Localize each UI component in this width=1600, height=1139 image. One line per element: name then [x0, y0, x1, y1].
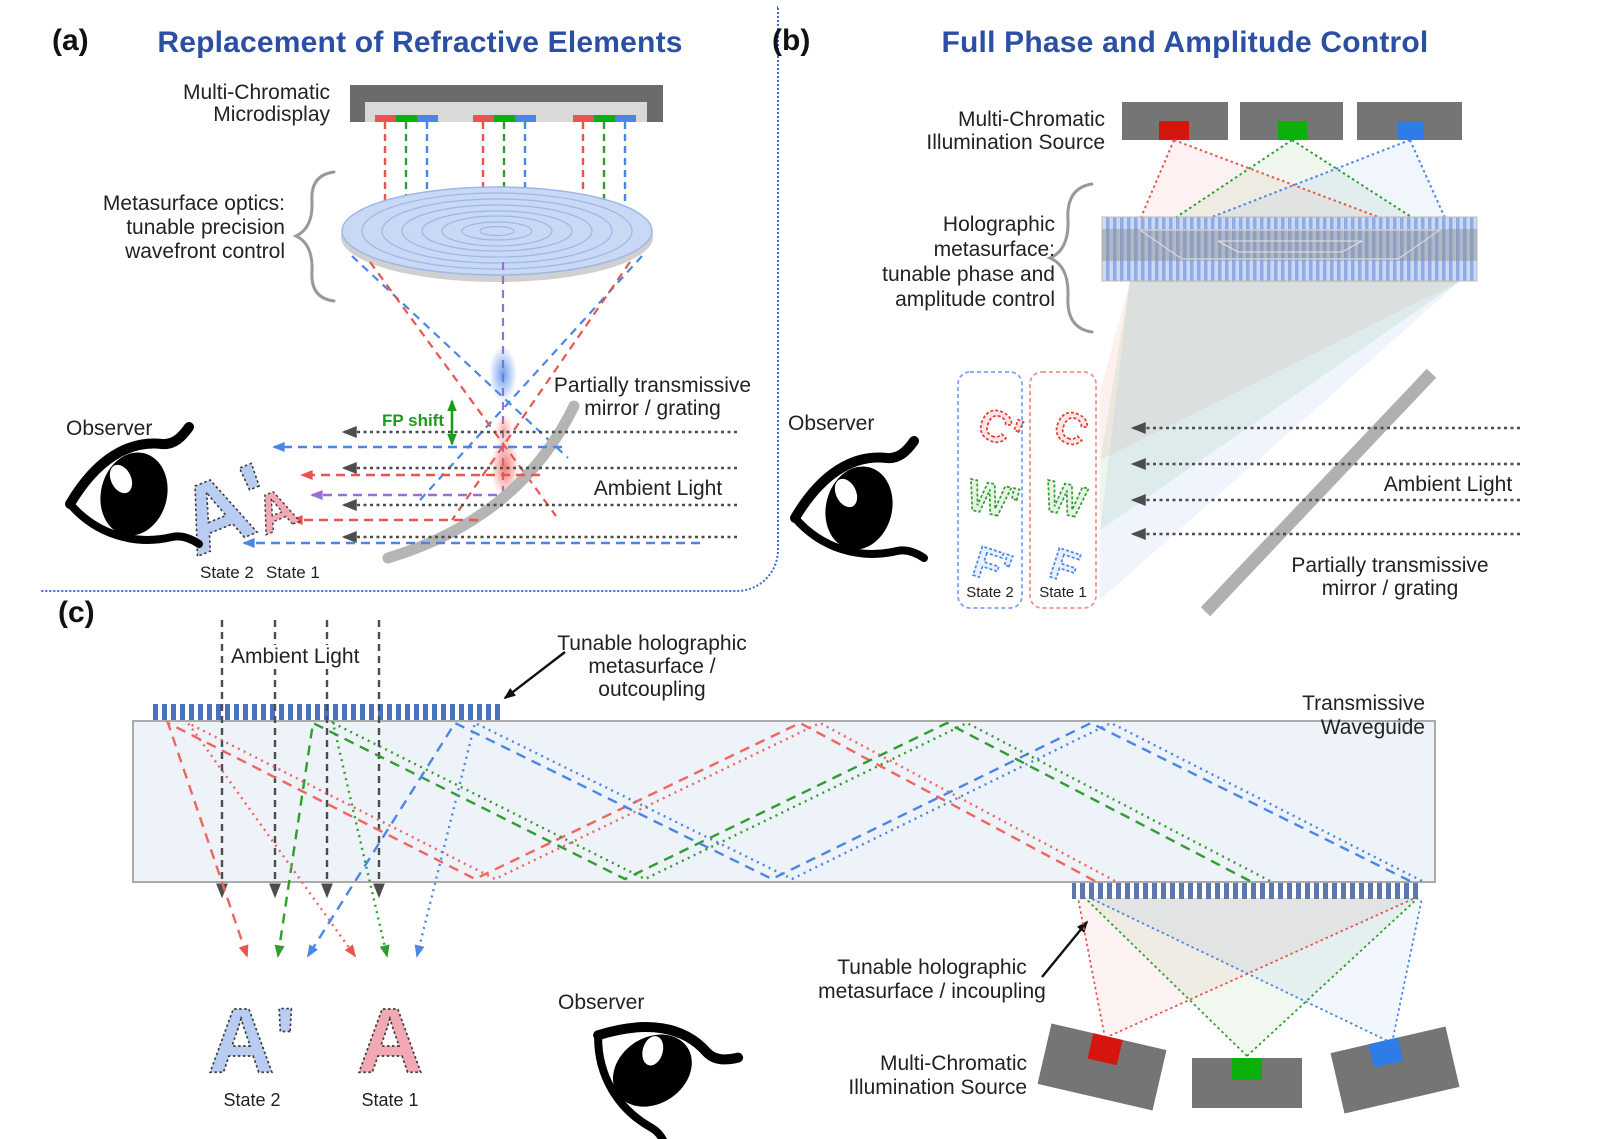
state1-label-b: State 1	[1039, 584, 1087, 601]
source-label-b-line1: Multi-Chromatic	[957, 108, 1105, 131]
holographic-metasurface-label-line1: Holographic	[942, 213, 1055, 236]
state2-label-c: State 2	[223, 1090, 281, 1110]
holographic-metasurface	[1101, 216, 1478, 282]
panel-b-title: Full Phase and Amplitude Control	[941, 26, 1429, 59]
microdisplay-label-line1: Multi-Chromatic	[182, 81, 330, 104]
state1-letter-w: W	[1040, 472, 1091, 529]
incoupling-rays	[1077, 897, 1423, 1057]
ambient-label-a: Ambient Light	[593, 477, 723, 500]
panel-a-tag: (a)	[52, 24, 89, 57]
mirror-label-b-line1: Partially transmissive	[1291, 554, 1489, 577]
guided-rays-state1	[187, 720, 1423, 958]
output-beams-b	[1100, 281, 1460, 600]
ambient-light-arrows-c	[216, 620, 385, 899]
source-label-c-line2: Illumination Source	[848, 1076, 1027, 1099]
incoupling-pointer-arrow	[1041, 920, 1089, 978]
incoupling-grating	[1072, 883, 1422, 899]
ambient-label-b: Ambient Light	[1383, 473, 1513, 496]
panel-c-image-state2: A'	[208, 990, 296, 1092]
holographic-metasurface-label-line3: tunable phase and	[882, 263, 1055, 286]
outcoupling-pointer-arrow	[503, 651, 566, 700]
outcoupling-label-line1: Tunable holographic	[557, 632, 747, 655]
fp-shift-label: FP shift	[381, 411, 444, 430]
blue-led-c	[1368, 1037, 1404, 1068]
ambient-label-c: Ambient Light	[228, 645, 363, 669]
tilted-mirror-b	[1200, 368, 1437, 617]
metasurface-optics-label: Metasurface optics: tunable precision wa…	[60, 192, 285, 264]
state2-letter-w: W'	[962, 470, 1023, 529]
metasurface-optics-label-line1: Metasurface optics:	[102, 192, 285, 215]
hologram-letters: C' W' F' C W F	[962, 397, 1097, 596]
mirror-label-a-line1: Partially transmissive	[553, 374, 752, 397]
microdisplay	[350, 85, 663, 122]
observer-eye-icon-b	[795, 441, 924, 558]
metasurface-optics-label-line3: wavefront control	[125, 240, 285, 263]
source-label-b-line2: Illumination Source	[926, 131, 1105, 154]
metasurface-optics-label-line2: tunable precision	[126, 216, 285, 239]
mirror-label-a: Partially transmissive mirror / grating	[540, 374, 765, 420]
panel-c-tag: (c)	[58, 596, 95, 629]
panel-c-image-state1: A	[357, 990, 423, 1092]
state1-box-b	[1029, 371, 1097, 609]
microdisplay-label: Multi-Chromatic Microdisplay	[130, 82, 330, 126]
mirror-label-b-line2: mirror / grating	[1321, 577, 1459, 600]
panel-a-border	[40, 6, 779, 592]
incoupling-label-line1: Tunable holographic	[837, 956, 1027, 979]
red-led	[1159, 121, 1189, 140]
observer-label-b: Observer	[788, 412, 875, 435]
source-label-b: Multi-Chromatic Illumination Source	[905, 108, 1105, 154]
incoupling-label: Tunable holographic metasurface / incoup…	[812, 956, 1052, 1004]
panel-a-graphics: A' A	[70, 85, 737, 578]
red-focus-glow	[491, 436, 519, 498]
green-led-c	[1232, 1058, 1262, 1080]
waveguide	[132, 720, 1436, 883]
metasurface-lens	[341, 186, 653, 282]
state1-label-a: State 1	[266, 563, 320, 582]
guided-rays-state2	[165, 720, 1411, 958]
mirror-label-a-line2: mirror / grating	[584, 397, 721, 420]
blue-focus-glow	[489, 346, 517, 402]
mirror-label-b: Partially transmissive mirror / grating	[1270, 554, 1510, 600]
illumination-sources-c	[1037, 1023, 1460, 1114]
outcoupling-label-line2: metasurface / outcoupling	[588, 655, 716, 701]
state2-box-b	[957, 371, 1023, 609]
outcoupling-grating	[150, 704, 502, 720]
waveguide-label: Transmissive Waveguide	[1302, 692, 1425, 739]
holographic-metasurface-label-line4: amplitude control	[895, 288, 1055, 311]
outcoupling-label: Tunable holographic metasurface / outcou…	[532, 632, 772, 701]
source-label-c: Multi-Chromatic Illumination Source	[820, 1052, 1027, 1100]
holographic-metasurface-label-line2: metasurface:	[933, 238, 1055, 261]
panel-a-title: Replacement of Refractive Elements	[157, 26, 683, 59]
state1-label-c: State 1	[361, 1090, 419, 1110]
red-led-c	[1087, 1033, 1123, 1066]
display-emission-rays	[383, 122, 627, 207]
observer-label-c: Observer	[558, 991, 645, 1014]
image-rays-to-observer-a	[242, 442, 700, 548]
blue-led	[1397, 121, 1424, 140]
microdisplay-rgb-pixels	[375, 115, 636, 122]
brace-icon-b	[1046, 182, 1094, 334]
observer-label-a: Observer	[66, 417, 153, 440]
ambient-light-arrows-a	[341, 426, 737, 543]
panel-c-graphics: A' A	[132, 620, 1460, 1139]
state2-label-b: State 2	[966, 584, 1014, 601]
panel-b-tag: (b)	[772, 24, 811, 57]
illumination-sources-b	[1122, 102, 1462, 140]
incoupling-label-line2: metasurface / incoupling	[818, 980, 1046, 1003]
source-label-c-line1: Multi-Chromatic	[879, 1052, 1027, 1075]
holographic-metasurface-label: Holographic metasurface: tunable phase a…	[840, 212, 1055, 312]
green-led	[1278, 121, 1307, 140]
microdisplay-label-line2: Microdisplay	[213, 103, 330, 126]
brace-icon-a	[292, 170, 336, 303]
state2-label-a: State 2	[200, 563, 254, 582]
panel-b-graphics: C' W' F' C W F	[795, 102, 1520, 617]
